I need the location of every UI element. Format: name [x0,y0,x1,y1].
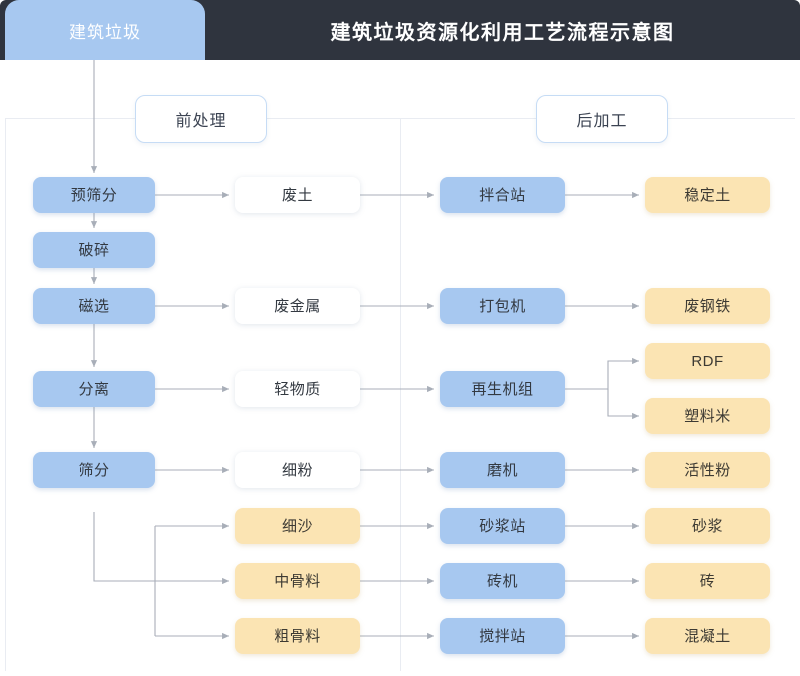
node-baler[interactable]: 打包机 [440,288,565,324]
stage-label-pretreatment[interactable]: 前处理 [135,95,267,143]
node-mill[interactable]: 磨机 [440,452,565,488]
node-waste-metal-label: 废金属 [274,297,321,315]
node-mortar-station[interactable]: 砂浆站 [440,508,565,544]
node-waste-metal[interactable]: 废金属 [235,288,360,324]
node-coarse-aggregate-label: 粗骨料 [274,627,321,645]
node-crushing[interactable]: 破碎 [33,232,155,268]
diagram-title-text: 建筑垃圾资源化利用工艺流程示意图 [330,21,675,44]
node-stabilized-soil[interactable]: 稳定土 [645,177,770,213]
node-waste-soil-label: 废土 [281,186,313,204]
connector-layer [90,60,639,640]
source-material-tab[interactable]: 建筑垃圾 [5,0,205,60]
node-magnetic-separation-label: 磁选 [78,297,110,315]
node-brick[interactable]: 砖 [645,563,770,599]
node-stabilized-soil-label: 稳定土 [684,186,731,204]
node-coarse-aggregate[interactable]: 粗骨料 [235,618,360,654]
node-rdf-label: RDF [691,352,724,370]
node-separation-label: 分离 [78,380,110,398]
stage-label-postprocessing[interactable]: 后加工 [536,95,668,143]
node-light-matter[interactable]: 轻物质 [235,371,360,407]
node-mixing-station[interactable]: 拌合站 [440,177,565,213]
node-mortar-label: 砂浆 [691,517,723,535]
node-concrete-label: 混凝土 [684,627,731,645]
node-brick-machine[interactable]: 砖机 [440,563,565,599]
stage-label-postprocessing-text: 后加工 [576,113,628,130]
node-plastic-pellet-label: 塑料米 [684,407,731,425]
flowchart-canvas: 前处理 后加工 预筛分 破碎 磁选 分离 筛分 废土 废金属 轻物质 细粉 细沙… [0,60,800,676]
node-concrete-batching-plant[interactable]: 搅拌站 [440,618,565,654]
node-mortar-station-label: 砂浆站 [479,517,526,535]
node-separation[interactable]: 分离 [33,371,155,407]
node-waste-soil[interactable]: 废土 [235,177,360,213]
header-bar: 建筑垃圾 建筑垃圾资源化利用工艺流程示意图 [0,0,800,60]
node-fine-sand-label: 细沙 [281,517,313,535]
node-prescreening[interactable]: 预筛分 [33,177,155,213]
node-medium-aggregate-label: 中骨料 [274,572,321,590]
wire-recycleunit-to-plasticpellet [607,389,639,420]
node-scrap-steel-label: 废钢铁 [684,297,731,315]
node-mixing-station-label: 拌合站 [479,186,526,204]
node-concrete[interactable]: 混凝土 [645,618,770,654]
node-brick-label: 砖 [699,572,716,590]
node-prescreening-label: 预筛分 [70,186,118,204]
stage-label-pretreatment-text: 前处理 [175,113,227,130]
node-crushing-label: 破碎 [78,241,110,259]
node-concrete-batching-plant-label: 搅拌站 [479,627,526,645]
node-brick-machine-label: 砖机 [486,572,518,590]
node-recycling-unit-label: 再生机组 [471,380,534,398]
node-scrap-steel[interactable]: 废钢铁 [645,288,770,324]
node-active-powder-label: 活性粉 [684,461,731,479]
node-screening-label: 筛分 [78,461,110,479]
node-light-matter-label: 轻物质 [274,380,321,398]
wire-screen-to-midaggregate [93,512,229,585]
node-plastic-pellet[interactable]: 塑料米 [645,398,770,434]
node-recycling-unit[interactable]: 再生机组 [440,371,565,407]
node-medium-aggregate[interactable]: 中骨料 [235,563,360,599]
node-fine-sand[interactable]: 细沙 [235,508,360,544]
canvas-bottom-edge [0,671,800,676]
node-mill-label: 磨机 [486,461,518,479]
node-baler-label: 打包机 [479,297,526,315]
node-mortar[interactable]: 砂浆 [645,508,770,544]
node-screening[interactable]: 筛分 [33,452,155,488]
node-fine-powder[interactable]: 细粉 [235,452,360,488]
diagram-title: 建筑垃圾资源化利用工艺流程示意图 [205,0,800,60]
node-fine-powder-label: 细粉 [281,461,313,479]
wire-recycleunit-to-rdf [565,357,639,390]
node-rdf[interactable]: RDF [645,343,770,379]
section-divider-vertical [400,118,401,671]
node-active-powder[interactable]: 活性粉 [645,452,770,488]
node-magnetic-separation[interactable]: 磁选 [33,288,155,324]
source-material-label: 建筑垃圾 [69,22,141,42]
